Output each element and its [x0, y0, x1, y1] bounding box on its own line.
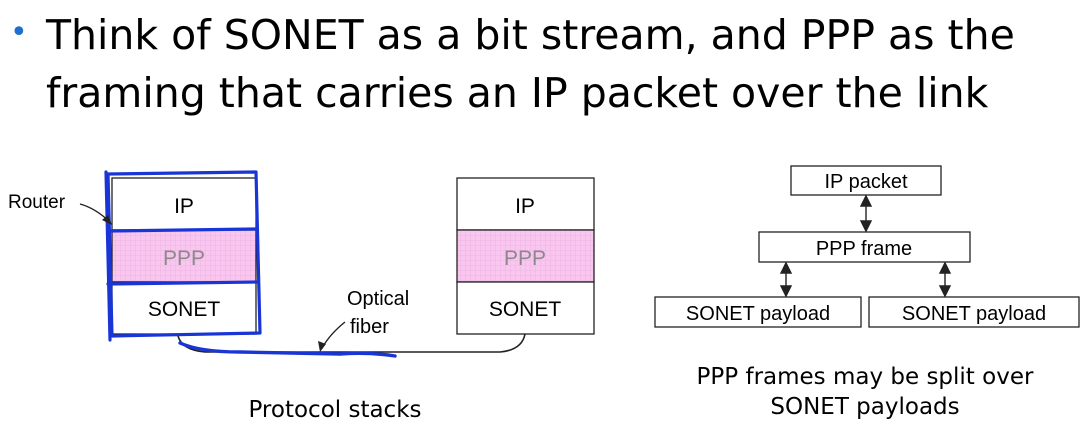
ip-packet-box [790, 165, 942, 196]
host-stack: IP PPP SONET [456, 177, 595, 335]
fiber-highlight [178, 341, 397, 358]
fiber-pointer-arrow [318, 321, 346, 352]
bullet-marker: • [10, 15, 28, 50]
left-sonet-label: SONET [148, 298, 221, 321]
fiber-label-line1: Optical [347, 288, 409, 310]
sonet-payload-left-label: SONET payload [686, 303, 830, 325]
sonet-payload-left-box [654, 296, 862, 328]
router-label: Router [8, 192, 66, 213]
router-pointer-arrow [79, 203, 112, 225]
router-highlight [104, 170, 262, 342]
right-ppp-label: PPP [504, 247, 546, 270]
ppp-payload-left-double-arrow [779, 261, 793, 298]
slide-headline: Think of SONET as a bit stream, and PPP … [46, 11, 1015, 117]
left-ppp-label: PPP [163, 247, 205, 270]
right-sonet-label: SONET [489, 298, 562, 321]
ip-ppp-double-arrow [859, 194, 873, 233]
right-ppp-layer [456, 229, 595, 283]
protocol-stacks-caption: Protocol stacks [248, 397, 422, 423]
left-ppp-layer [111, 229, 257, 283]
left-ip-label: IP [174, 195, 194, 218]
fiber-label-line2: fiber [350, 316, 389, 338]
sonet-payload-right-label: SONET payload [902, 303, 1046, 325]
split-payload-caption: PPP frames may be split over SONET paylo… [696, 364, 1034, 420]
sonet-payload-right-box [868, 296, 1080, 328]
right-sonet-layer [456, 281, 595, 335]
right-ip-label: IP [515, 195, 535, 218]
ppp-payload-right-double-arrow [938, 261, 952, 298]
ip-packet-label: IP packet [824, 171, 907, 193]
encapsulation-diagram: IP packet PPP frame SONET payload SONET … [654, 165, 1080, 328]
ppp-frame-box [758, 231, 971, 263]
right-ip-layer [456, 177, 595, 231]
router-stack: IP PPP SONET [111, 177, 257, 335]
ppp-frame-label: PPP frame [816, 238, 912, 260]
